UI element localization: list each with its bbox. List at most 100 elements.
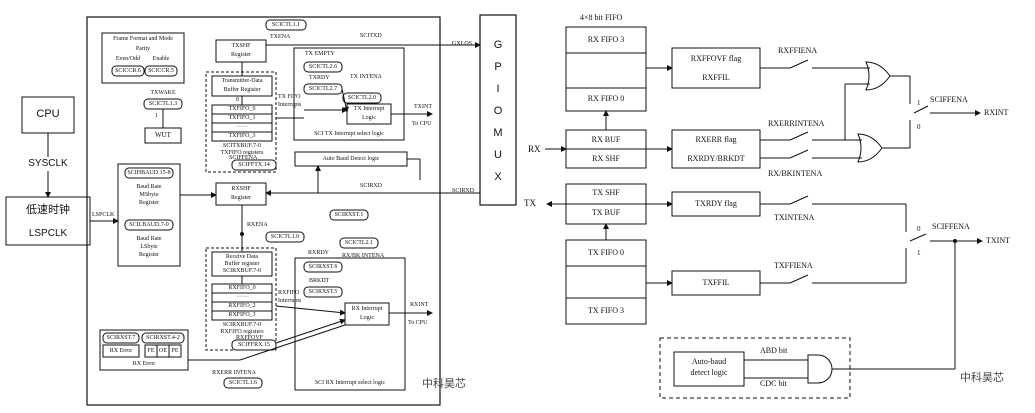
- scihbaud-reg: SCIHBAUD.15-8: [127, 170, 171, 176]
- watermark-left: 中科昊芯: [422, 377, 466, 390]
- scitxbuf-label: SCITXBUF.7-0: [222, 143, 262, 149]
- sciffrx15-reg: SCIFFRX.15: [238, 342, 270, 348]
- scirxst1-reg: SCIRXST.1: [334, 212, 364, 218]
- sciccr5-reg: SCICCR.5: [148, 68, 174, 74]
- rxfifo-dots: ······: [236, 294, 248, 300]
- txshf-label: TXSHF: [231, 43, 251, 49]
- even-odd-label: Even/Odd: [115, 56, 141, 62]
- scictl13-reg: SCICTL1.3: [148, 101, 178, 107]
- rxshf-register-label: Register: [231, 195, 251, 201]
- brkdt-label: BRKDT: [309, 278, 330, 284]
- tx-fifo-group: [205, 71, 277, 173]
- rx-fifo3-label: RX FIFO 3: [587, 35, 625, 44]
- autobaud-group: [659, 337, 851, 399]
- txffil-label: TXFFIL: [702, 278, 730, 287]
- baud-msb-l2: MSbyte: [139, 192, 159, 198]
- txint-output-label: TXINT: [986, 236, 1010, 245]
- scictl11-reg: SCICTL1.1: [271, 22, 301, 28]
- scirxst6-reg: SCIRXST.6: [308, 264, 338, 270]
- fe-label: FE: [147, 348, 155, 354]
- gpio-char-p: P: [494, 61, 502, 73]
- txfifo-1: TXFIFO_1: [228, 115, 256, 121]
- tx-select-box: [293, 47, 405, 141]
- txfifo-3: TXFIFO_3: [228, 133, 256, 139]
- tx-to-cpu: To CPU: [412, 121, 432, 127]
- tx-shf-label: TX SHF: [592, 188, 620, 197]
- rx-rxint-label: RXINT: [410, 302, 429, 308]
- autobaud-l2: detect logic: [690, 368, 728, 377]
- gpio-char-m: M: [493, 127, 503, 139]
- scirxst7-reg: SCIRXST.7: [106, 335, 136, 341]
- rx-fifo0-label: RX FIFO 0: [587, 94, 625, 103]
- rxffil-label: RXFFIL: [702, 73, 730, 82]
- baud-msb-l1: Baud Rate: [136, 184, 162, 190]
- rx-select-box: [294, 257, 406, 391]
- frame-format-box: [101, 32, 185, 84]
- rxfifo-registers-label: RXFIFO registers: [220, 329, 264, 335]
- rx-shf-label: RX SHF: [592, 154, 620, 163]
- cdc-bit-label: CDC bit: [760, 379, 787, 388]
- rdb-l1: Receive Data: [225, 254, 259, 260]
- gpio-char-x: X: [494, 171, 502, 183]
- rxbk-intena-label: RX/BK INTENA: [342, 253, 385, 259]
- tx-eight: 8: [236, 97, 239, 103]
- gpio-mux-box: [479, 14, 517, 206]
- rx-pin-label: RX: [528, 144, 541, 154]
- txfifo-int-l2: Interrupts: [278, 102, 302, 108]
- rx-int-logic-l2: Logic: [360, 315, 374, 321]
- or-gate-2: [857, 133, 883, 163]
- scirxd-label: SCIRXD: [360, 183, 383, 189]
- rx-error-box-label: RX Error: [109, 348, 133, 354]
- lspclk-label: LSPCLK: [28, 228, 68, 239]
- tx-txint-label: TXINT: [414, 104, 432, 110]
- txena-label: TXENA: [270, 34, 291, 40]
- tx-select-label: SCI TX Interrupt select logic: [314, 131, 384, 137]
- parity-label: Parity: [135, 46, 151, 52]
- baud-rate-group: [117, 163, 181, 267]
- baud-msb-l3: Register: [139, 200, 159, 206]
- frame-format-title: Frame Format and Mode: [113, 36, 173, 42]
- tx-pin-label: TX: [524, 198, 536, 208]
- tdb-l1: Transmitter-Data: [221, 78, 263, 84]
- rx-select-label: SCI RX Interrupt select logic: [314, 380, 386, 386]
- rxfifo-int-l1: RXFIFO: [278, 290, 300, 296]
- or-gate-1: [865, 61, 891, 91]
- oe-label: OE: [159, 348, 167, 354]
- sysclk-label: SYSCLK: [28, 158, 68, 169]
- scilbaud-reg: SCILBAUD.7-0: [129, 222, 169, 228]
- gxlos-label: GXLOS: [452, 41, 473, 47]
- scictl10-reg: SCICTL1.0: [270, 234, 300, 240]
- rxrdy-brkdt-label: RXRDY/BRKDT: [687, 154, 745, 163]
- txwake-label: TXWAKE: [150, 90, 176, 96]
- rxerr-intena-label: RXERR INTENA: [212, 370, 256, 376]
- tx-int-logic-l2: Logic: [362, 115, 376, 121]
- sci-module-outline: [86, 16, 441, 406]
- tx-empty-label: TX EMPTY: [305, 51, 335, 57]
- rx-error-group: [99, 329, 189, 371]
- rdb-l2: Buffer register: [224, 261, 260, 267]
- txwake-one: 1: [155, 113, 158, 119]
- enable-label: Enable: [152, 56, 170, 62]
- scirxst5-reg: SCIRXST.5: [308, 289, 338, 295]
- watermark-right: 中科昊芯: [960, 371, 1004, 384]
- rx-sciffena-label: SCIFFENA: [930, 95, 968, 104]
- txintena-label: TXINTENA: [774, 213, 815, 222]
- txshf-box: [215, 39, 267, 63]
- tx-mux-zero: 0: [917, 225, 921, 233]
- scictl20-reg: SCICTL2.0: [347, 95, 377, 101]
- rdb-l3: SCIRXBUF.7-0: [222, 268, 262, 274]
- txrdy-label: TXRDY: [309, 75, 330, 81]
- wut-box: [144, 127, 182, 144]
- rxbkintena-label: RX/BKINTENA: [768, 169, 823, 178]
- rxint-output-label: RXINT: [984, 108, 1009, 117]
- rx-buf-label: RX BUF: [591, 135, 621, 144]
- tx-sciffena-label: SCIFFENA: [932, 222, 970, 231]
- scifftx14-reg: SCIFFTX.14: [238, 162, 270, 168]
- txfifo-0: TXFIFO_0: [228, 106, 256, 112]
- baud-lsb-l1: Baud Rate: [136, 236, 162, 242]
- scirxd-pin-label: SCIRXD: [452, 188, 475, 194]
- txffiena-label: TXFFIENA: [774, 261, 813, 270]
- autobaud-label: Auto Baud Detect logic: [322, 156, 380, 162]
